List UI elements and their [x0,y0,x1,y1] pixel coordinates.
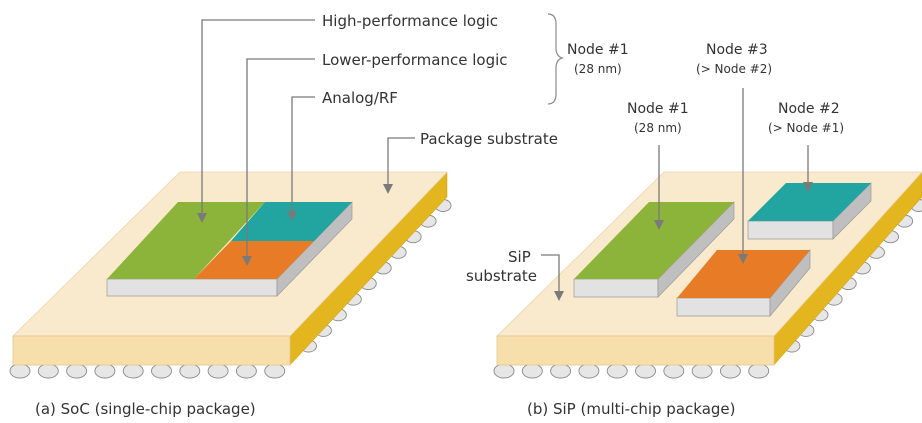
solder-ball [748,363,770,379]
high-perf-leader [201,19,315,215]
arrowhead [287,211,297,221]
soc-chip [106,201,353,297]
arrowhead [803,182,813,192]
sip-package [493,171,922,379]
node3-chip-top [677,250,810,298]
package-substrate-leader [387,137,415,186]
soc-node-title: Node #1 [567,42,629,58]
analog-rf-block [231,202,352,241]
node1-chip-front [573,278,659,298]
soc-chip-front [106,278,278,297]
solder-ball [578,363,600,379]
arrowhead [554,291,564,301]
solder-ball [122,363,144,379]
node2-chip-front [747,220,834,240]
solder-ball [94,363,116,379]
node2-chip-top [748,183,871,221]
sip-substrate-label-line1: SiP [508,248,531,266]
node3-chip-front [676,297,771,317]
solder-ball [635,363,656,379]
soc-leader-lines [201,19,415,258]
solder-ball [207,363,229,379]
soc-package [9,171,452,379]
sip-node3-sub: (> Node #2) [696,62,772,76]
solder-ball [719,363,741,379]
arrowhead [383,184,393,194]
sip-node2-title: Node #2 [778,101,840,117]
high-performance-logic-block [107,202,265,279]
soc-chip-side [276,201,353,297]
node-brace [547,13,564,105]
analog-leader [291,96,315,213]
sip-caption: (b) SiP (multi-chip package) [527,400,735,418]
soc-caption: (a) SoC (single-chip package) [35,400,256,418]
solder-ball [550,363,572,379]
high-performance-logic-label: High-performance logic [322,12,498,30]
sip-node1-chip [573,201,735,298]
sip-substrate-leader [541,254,560,293]
solder-ball [66,363,88,379]
solder-ball [9,363,31,379]
sip-substrate-front [496,335,775,366]
solder-ball [691,363,713,379]
sip-node1-sub: (28 nm) [634,121,682,135]
node1-chip-top [574,202,734,279]
solder-ball [151,363,172,379]
sip-leader-lines [541,88,809,293]
arrowhead [197,213,207,223]
solder-ball [179,363,201,379]
node3-chip-side [769,249,811,317]
lower-perf-leader [246,58,315,258]
sip-node1-title: Node #1 [627,101,689,117]
sip-node3-chip [676,249,811,317]
package-substrate-label: Package substrate [420,130,558,148]
arrowhead [654,220,664,230]
lower-performance-logic-block [194,241,314,279]
sip-node2-sub: (> Node #1) [768,121,844,135]
soc-leader-arrows [197,184,393,266]
solder-ball [493,363,515,379]
soc-substrate-front [12,335,291,366]
arrowhead [242,256,252,266]
sip-leader-arrows [554,182,813,301]
soc-node-sub: (28 nm) [574,62,622,76]
solder-ball [521,363,543,379]
solder-ball [606,363,628,379]
sip-substrate-label-line2: substrate [466,267,537,285]
sip-node2-chip [747,182,872,240]
solder-ball [264,363,286,379]
solder-ball [663,363,685,379]
node1-chip-side [657,201,735,298]
sip-node3-title: Node #3 [706,42,768,58]
solder-ball [37,363,59,379]
solder-ball [235,363,257,379]
lower-performance-logic-label: Lower-performance logic [322,51,508,69]
arrowhead [738,254,748,264]
analog-rf-label: Analog/RF [322,89,398,107]
